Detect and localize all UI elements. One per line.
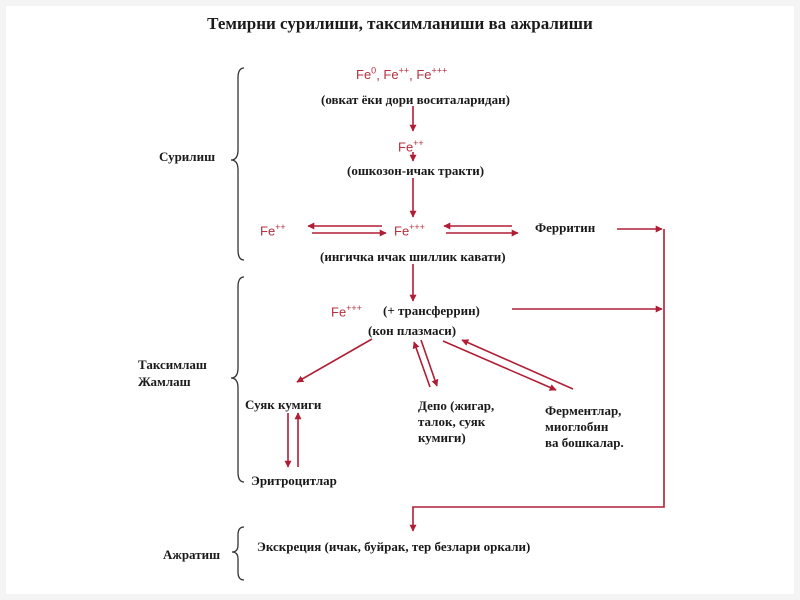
brace-absorption bbox=[230, 67, 245, 261]
node-mucosa: (ингичка ичак шиллик кавати) bbox=[320, 249, 506, 264]
node-plasma: (кон плазмаси) bbox=[368, 323, 457, 338]
arrow-plasma-to-enzymes bbox=[442, 340, 557, 391]
arrow-plasma-to-bone-marrow bbox=[296, 338, 373, 383]
page-frame bbox=[6, 6, 794, 594]
depot-line-2: талок, суяк bbox=[418, 414, 486, 429]
depot-line-3: кумиги) bbox=[418, 430, 466, 445]
section-distribution-line2: Жамлаш bbox=[138, 374, 191, 389]
enzymes-line-3: ва бошкалар. bbox=[545, 435, 624, 450]
node-excretion: Экскреция (ичак, буйрак, тер безлари орк… bbox=[257, 539, 531, 554]
section-distribution-line1: Таксимлаш bbox=[138, 357, 207, 372]
brace-excretion bbox=[231, 526, 245, 581]
section-excretion: Ажратиш bbox=[163, 547, 221, 562]
node-fe2-top: Fe++ bbox=[398, 138, 424, 155]
node-fe3-plasma: Fe+++ bbox=[331, 303, 362, 320]
node-bone-marrow: Суяк кумиги bbox=[245, 397, 322, 412]
iron-form-3: Fe+++ bbox=[416, 66, 448, 83]
node-iron-forms: Fe0, Fe++, Fe+++ bbox=[356, 66, 448, 83]
node-gi-tract: (ошкозон-ичак тракти) bbox=[347, 163, 485, 178]
iron-form-2: Fe++ bbox=[383, 66, 410, 83]
arrow-enzymes-to-plasma bbox=[461, 339, 574, 390]
node-erythrocytes: Эритроцитлар bbox=[251, 473, 337, 488]
node-transferrin: (+ трансферрин) bbox=[383, 303, 480, 318]
arrow-plasma-to-depot bbox=[420, 339, 439, 387]
rail-to-excretion bbox=[409, 229, 665, 532]
arrow-depot-to-plasma bbox=[412, 341, 431, 388]
section-absorption: Сурилиш bbox=[159, 149, 216, 164]
node-source: (овкат ёки дори воситаларидан) bbox=[321, 92, 510, 107]
diagram-title: Темирни сурилиши, таксимланиши ва ажрали… bbox=[207, 14, 593, 33]
brace-distribution bbox=[230, 276, 245, 483]
braces bbox=[230, 67, 245, 581]
node-enzymes: Ферментлар, миоглобин ва бошкалар. bbox=[545, 403, 624, 451]
iron-form-0: Fe0 bbox=[356, 66, 377, 83]
enzymes-line-1: Ферментлар, bbox=[545, 403, 622, 418]
node-ferritin: Ферритин bbox=[535, 220, 596, 235]
enzymes-line-2: миоглобин bbox=[545, 419, 609, 434]
node-depot: Депо (жигар, талок, суяк кумиги) bbox=[418, 398, 494, 446]
node-fe2-left: Fe++ bbox=[260, 222, 286, 239]
node-fe3-mid: Fe+++ bbox=[394, 222, 425, 239]
depot-line-1: Депо (жигар, bbox=[418, 398, 495, 413]
